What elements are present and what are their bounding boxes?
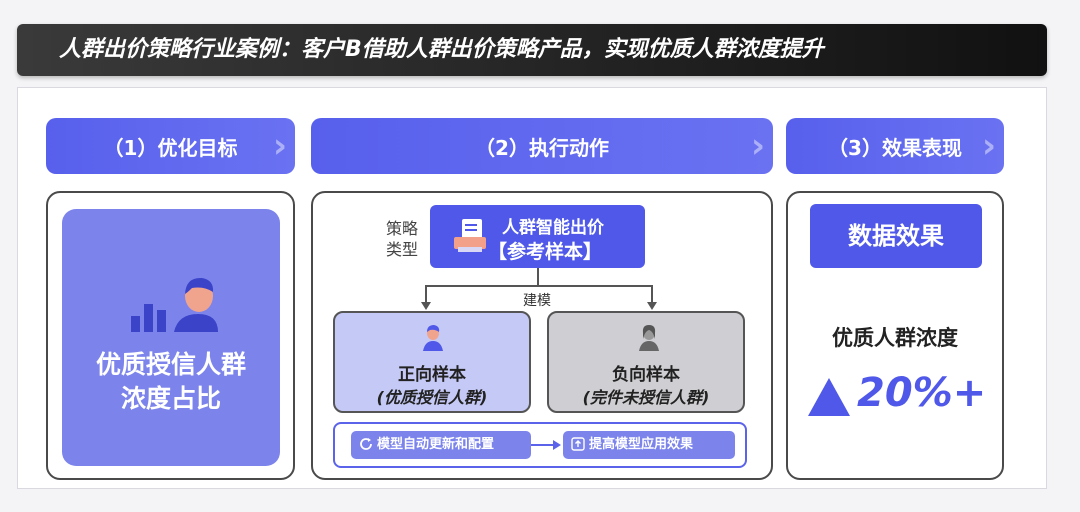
strategy-line2: 【参考样本】	[488, 241, 603, 263]
arrow-right-icon	[553, 440, 561, 450]
page-title: 人群出价策略行业案例：客户B借助人群出价策略产品，实现优质人群浓度提升	[17, 24, 1047, 76]
person-chart-icon	[131, 277, 218, 332]
header-effect-label: （3）效果表现	[828, 135, 962, 160]
connector-right	[651, 285, 653, 303]
header-action: （2）执行动作 ›››	[311, 118, 773, 174]
strategy-line1: 人群智能出价	[502, 218, 604, 238]
step2-label: 提高模型应用效果	[589, 437, 694, 452]
positive-sub: (优质授信人群)	[376, 388, 488, 407]
connector-vertical	[537, 268, 539, 286]
step-improve-model: 提高模型应用效果	[563, 431, 735, 459]
negative-title: 负向样本	[612, 365, 680, 385]
goal-text: 优质授信人群 浓度占比	[62, 348, 280, 416]
goal-line1: 优质授信人群	[95, 350, 246, 379]
strategy-type-label: 策略 类型	[380, 218, 424, 260]
data-effect-box: 数据效果	[810, 204, 982, 268]
metric-value: 20%+	[857, 370, 987, 416]
triangle-up-icon	[808, 378, 850, 416]
arrow-down-icon	[421, 302, 431, 310]
person-icon	[639, 325, 659, 351]
strategy-box: 人群智能出价 【参考样本】	[430, 205, 645, 268]
positive-title: 正向样本	[398, 365, 466, 385]
header-goal: （1）优化目标 ›››	[46, 118, 295, 174]
connector-horizontal	[425, 285, 653, 287]
goal-card	[62, 209, 280, 466]
strategy-label-line1: 策略	[385, 219, 418, 238]
positive-sample-card: 正向样本 (优质授信人群)	[333, 311, 531, 413]
person-icon	[423, 325, 443, 351]
header-effect: （3）效果表现 ›››	[786, 118, 1004, 174]
goal-line2: 浓度占比	[120, 384, 221, 413]
refresh-icon	[360, 438, 372, 450]
negative-sample-card: 负向样本 (完件未授信人群)	[547, 311, 745, 413]
header-goal-label: （1）优化目标	[103, 135, 238, 160]
document-icon	[454, 219, 486, 252]
strategy-label-line2: 类型	[385, 240, 418, 259]
step1-label: 模型自动更新和配置	[377, 437, 495, 452]
header-action-label: （2）执行动作	[475, 135, 609, 160]
negative-sub: (完件未授信人群)	[582, 388, 710, 407]
metric-label: 优质人群浓度	[832, 326, 958, 350]
step-update-model: 模型自动更新和配置	[351, 431, 531, 459]
connector-left	[425, 285, 427, 303]
flow-arrow-line	[531, 444, 555, 446]
model-label: 建模	[523, 293, 551, 309]
arrow-down-icon	[647, 302, 657, 310]
upload-icon	[571, 437, 585, 451]
